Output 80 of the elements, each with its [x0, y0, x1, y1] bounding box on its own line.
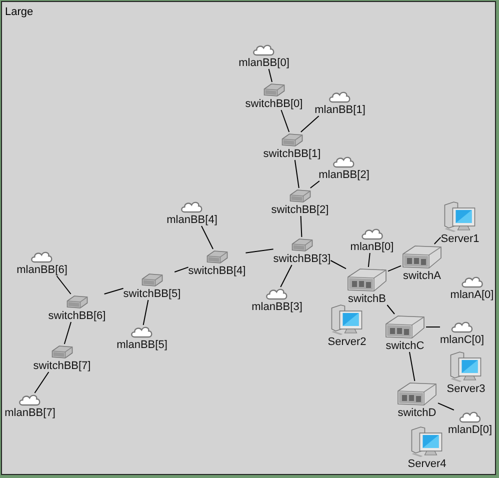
- node-label: mlanA[0]: [450, 289, 494, 301]
- link-line: [280, 264, 292, 288]
- node-label: switchBB[1]: [263, 148, 321, 160]
- node-label: mlanBB[7]: [4, 407, 56, 419]
- link-line: [245, 248, 274, 254]
- link-line: [388, 265, 402, 272]
- network-module: [271, 188, 329, 216]
- network-module: [448, 410, 492, 436]
- node-label: mlanBB[4]: [166, 214, 218, 226]
- network-module: [346, 267, 388, 305]
- link-line: [368, 252, 370, 268]
- node-label: switchC: [386, 340, 424, 352]
- node-label: switchBB[0]: [245, 98, 303, 110]
- network-module: [401, 244, 443, 282]
- network-module: [252, 287, 302, 313]
- node-label: switchBB[5]: [123, 288, 181, 300]
- network-module: [328, 304, 366, 348]
- node-label: mlanBB[1]: [314, 104, 366, 116]
- link-line: [310, 180, 320, 188]
- link-line: [34, 372, 50, 394]
- link-line: [300, 116, 320, 132]
- network-module: [450, 275, 494, 301]
- network-module: [384, 314, 426, 352]
- node-label: switchBB[3]: [273, 253, 331, 265]
- link-line: [294, 160, 300, 188]
- node-label: switchBB[2]: [271, 204, 329, 216]
- node-label: Server2: [328, 336, 366, 348]
- network-module: [318, 155, 370, 181]
- network-module: [166, 200, 218, 226]
- node-label: Server1: [440, 233, 480, 245]
- network-module: [4, 393, 56, 419]
- node-label: mlanD[0]: [448, 424, 492, 436]
- network-module: [33, 344, 91, 372]
- node-label: Server4: [408, 458, 446, 470]
- link-line: [330, 260, 346, 270]
- node-label: Server3: [446, 383, 486, 395]
- link-line: [386, 304, 395, 314]
- link-line: [201, 226, 214, 250]
- network-module: [408, 426, 446, 470]
- node-label: switchBB[6]: [48, 310, 106, 322]
- link-line: [268, 68, 272, 82]
- network-module: [440, 201, 480, 245]
- link-line: [56, 276, 72, 294]
- link-line: [300, 216, 302, 238]
- network-module: [238, 43, 290, 69]
- node-label: mlanB[0]: [350, 241, 394, 253]
- link-line: [174, 266, 189, 272]
- node-label: switchB: [348, 293, 386, 305]
- link-line: [426, 326, 440, 328]
- network-module: [116, 325, 168, 351]
- network-module: [245, 82, 303, 110]
- network-module: [188, 249, 246, 277]
- network-module: [273, 237, 331, 265]
- link-line: [409, 352, 416, 382]
- network-module: [48, 294, 106, 322]
- network-title: Large: [5, 6, 34, 18]
- link-line: [438, 402, 454, 410]
- network-module: [396, 381, 438, 419]
- network-module: [350, 227, 394, 253]
- node-label: mlanBB[2]: [318, 169, 370, 181]
- link-line: [280, 110, 290, 132]
- link-line: [64, 322, 72, 344]
- link-line: [142, 300, 149, 326]
- network-module: [16, 250, 68, 276]
- node-label: switchBB[7]: [33, 360, 91, 372]
- node-label: switchBB[4]: [188, 265, 246, 277]
- node-label: mlanBB[3]: [252, 301, 302, 313]
- node-label: switchD: [398, 407, 436, 419]
- node-label: mlanBB[0]: [238, 57, 290, 69]
- link-line: [434, 236, 442, 244]
- node-label: mlanC[0]: [440, 334, 484, 346]
- link-line: [104, 288, 124, 294]
- node-label: mlanBB[5]: [116, 339, 168, 351]
- network-module: [446, 351, 486, 395]
- network-module: [123, 272, 181, 300]
- network-module: [263, 132, 321, 160]
- network-module: [440, 320, 484, 346]
- network-module: [314, 90, 366, 116]
- node-label: mlanBB[6]: [16, 264, 68, 276]
- node-label: switchA: [403, 270, 441, 282]
